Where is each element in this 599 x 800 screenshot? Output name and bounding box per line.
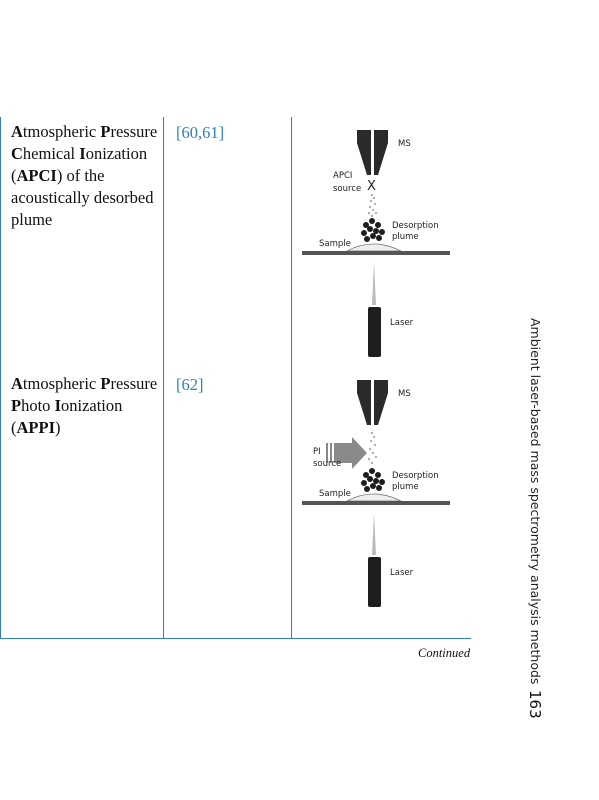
apci-schematic: MS APCI source X Desorption plume Sample…	[302, 130, 450, 357]
laser-label: Laser	[390, 318, 414, 328]
sample-plate	[302, 251, 450, 255]
method-name-emphasis: P	[11, 396, 22, 415]
ms-label: MS	[398, 389, 411, 399]
ms-inlet-left	[357, 130, 371, 175]
table-left-border	[0, 117, 1, 638]
ms-inlet-left	[357, 380, 371, 425]
ion-spray	[368, 194, 377, 217]
continued-note: Continued	[418, 646, 471, 660]
ion-spray	[368, 432, 377, 464]
sample-label: Sample	[319, 239, 351, 249]
source-label-line2: source	[333, 184, 361, 194]
method-name-apci: Atmospheric Pressure Chemical Ionization…	[11, 121, 159, 231]
method-name-emphasis: A	[11, 374, 23, 393]
method-name-text: tmospheric	[22, 374, 101, 393]
appi-schematic: MS PI source Desorption plume Sample Las…	[302, 380, 450, 607]
reference-appi[interactable]: [62]	[176, 375, 204, 394]
photon-source-arrow	[326, 437, 367, 469]
method-name-text: )	[55, 418, 61, 437]
method-name-text: hemical	[22, 144, 80, 163]
desorption-label-line2: plume	[392, 482, 419, 492]
sample-droplet	[346, 243, 402, 252]
source-label-line1: APCI	[333, 171, 352, 181]
desorption-label-line2: plume	[392, 232, 419, 242]
method-name-emphasis: I	[79, 144, 86, 163]
method-name-text: tmospheric	[22, 122, 101, 141]
sample-plate	[302, 501, 450, 505]
ms-inlet-right	[374, 380, 388, 425]
method-name-emphasis: C	[11, 144, 23, 163]
method-name-emphasis: P	[100, 374, 111, 393]
table-column-divider-1	[163, 117, 164, 638]
method-name-text: ressure	[110, 122, 158, 141]
running-head: Ambient laser-based mass spectrometry an…	[528, 318, 543, 685]
reference-apci[interactable]: [60,61]	[176, 123, 225, 142]
laser-beam	[372, 512, 376, 555]
laser-body	[368, 307, 381, 357]
desorption-label-line1: Desorption	[392, 471, 439, 481]
method-name-emphasis: I	[54, 396, 61, 415]
corona-needle-x: X	[367, 179, 376, 194]
page-number: 163	[526, 690, 544, 719]
method-name-appi: Atmospheric Pressure Photo Ionization (A…	[11, 373, 159, 439]
method-name-text: onization (	[11, 396, 123, 437]
table-column-divider-2	[291, 117, 292, 638]
desorption-plume-droplets	[361, 218, 385, 242]
method-name-text: onization (	[11, 144, 148, 185]
laser-body	[368, 557, 381, 607]
ms-label: MS	[398, 139, 411, 149]
desorption-label-line1: Desorption	[392, 221, 439, 231]
laser-label: Laser	[390, 568, 414, 578]
laser-beam	[372, 262, 376, 305]
sample-label: Sample	[319, 489, 351, 499]
sample-droplet	[346, 493, 402, 502]
table-bottom-rule	[0, 638, 471, 639]
method-name-text: ressure	[110, 374, 158, 393]
ms-inlet-right	[374, 130, 388, 175]
method-name-emphasis: A	[11, 122, 23, 141]
method-name-emphasis: APCI	[16, 166, 57, 185]
method-name-emphasis: P	[100, 122, 111, 141]
method-name-emphasis: APPI	[16, 418, 56, 437]
method-name-text: hoto	[21, 396, 55, 415]
source-label-line1: PI	[313, 447, 321, 457]
method-name-text: ) of the acoustically desorbed plume	[11, 166, 154, 229]
desorption-plume-droplets	[361, 468, 385, 492]
source-label-line2: source	[313, 459, 341, 469]
